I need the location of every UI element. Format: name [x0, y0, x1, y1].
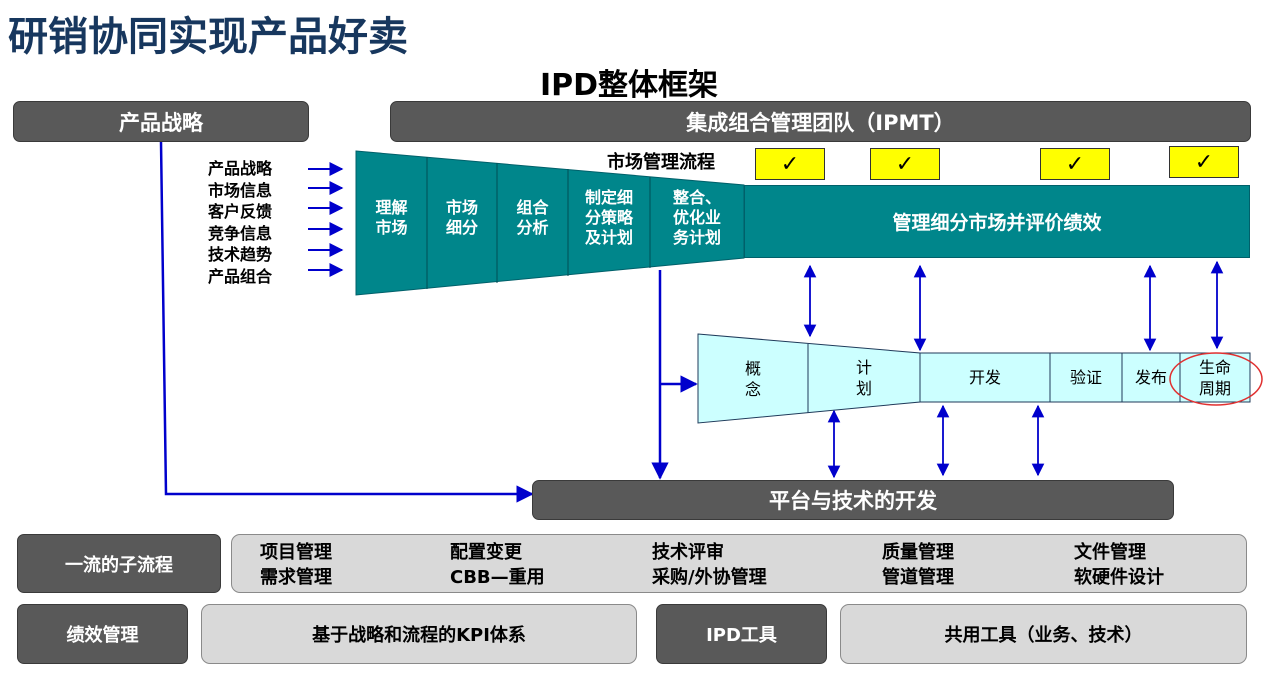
subprocess-box: 一流的子流程 [17, 534, 221, 593]
subprocess-label: 一流的子流程 [65, 554, 173, 576]
product-strategy-label: 产品战略 [119, 110, 203, 135]
shared-tools-box: 共用工具（业务、技术） [840, 604, 1247, 664]
market-stage-strategy: 制定细分策略及计划 [568, 178, 650, 258]
input-item: 产品战略 [208, 159, 273, 178]
stage-line: 整合、 [672, 188, 721, 207]
stage-line: 划 [855, 379, 872, 398]
kpi-box: 基于战略和流程的KPI体系 [201, 604, 637, 664]
dev-stage-concept: 概念 [698, 340, 808, 418]
subprocess-item: CBB—重用 [450, 567, 545, 588]
market-manage-band: 管理细分市场并评价绩效 [744, 185, 1250, 258]
stage-line: 优化业 [672, 208, 721, 227]
stage-line: 周期 [1198, 378, 1231, 398]
stage-line: 生命 [1198, 357, 1231, 377]
stage-line: 理解 [375, 198, 408, 217]
input-item: 技术趋势 [208, 245, 273, 264]
ipmt-label: 集成组合管理团队（IPMT） [686, 110, 955, 135]
stage-line: 市场 [445, 198, 478, 217]
subprocess-group: 质量管理 管道管理 [882, 540, 954, 590]
subprocess-group: 项目管理 需求管理 [260, 540, 332, 590]
input-item: 客户反馈 [208, 202, 273, 221]
check-icon: ✓ [780, 151, 800, 177]
input-list: 产品战略 市场信息 客户反馈 竞争信息 技术趋势 产品组合 [208, 158, 272, 287]
platform-box: 平台与技术的开发 [532, 480, 1174, 520]
stage-line: 及计划 [584, 228, 633, 247]
ipd-tools-box: IPD工具 [656, 604, 827, 664]
check-box: ✓ [870, 148, 940, 180]
market-funnel [355, 150, 745, 296]
stage-line: 概 [744, 359, 761, 378]
market-stage-segment: 市场细分 [427, 178, 497, 258]
dev-stage-verify: 验证 [1050, 353, 1122, 402]
dev-stage-lifecycle: 生命周期 [1180, 353, 1250, 402]
stage-line: 务计划 [672, 228, 721, 247]
stage-line: 验证 [1069, 368, 1102, 387]
subprocess-item: 项目管理 [260, 542, 332, 563]
stage-line: 细分 [445, 218, 478, 237]
input-item: 市场信息 [208, 180, 273, 200]
lifecycle-highlight [1169, 352, 1263, 406]
subprocess-item: 需求管理 [260, 567, 332, 588]
dev-stage-release: 发布 [1122, 353, 1180, 402]
dev-stage-plan: 计划 [808, 344, 920, 412]
subprocess-item: 软硬件设计 [1074, 567, 1164, 588]
platform-label: 平台与技术的开发 [769, 489, 937, 513]
input-item: 产品组合 [208, 266, 273, 286]
product-strategy-box: 产品战略 [13, 101, 309, 142]
check-icon: ✓ [1194, 149, 1214, 175]
stage-line: 念 [744, 380, 761, 399]
stage-line: 组合 [516, 198, 549, 217]
stage-line: 发布 [1134, 368, 1167, 387]
subprocess-group: 文件管理 软硬件设计 [1074, 540, 1164, 590]
shared-tools-label: 共用工具（业务、技术） [944, 625, 1143, 646]
market-manage-label: 管理细分市场并评价绩效 [892, 212, 1102, 234]
market-stage-understand: 理解市场 [356, 178, 427, 258]
subprocess-group: 配置变更 CBB—重用 [450, 540, 545, 590]
subprocess-item: 管道管理 [882, 567, 954, 588]
subprocess-item: 技术评审 [652, 542, 724, 563]
input-item: 竞争信息 [208, 223, 273, 243]
subprocess-item: 文件管理 [1074, 542, 1146, 563]
check-box: ✓ [755, 148, 825, 180]
subprocess-item: 质量管理 [882, 542, 954, 563]
check-box: ✓ [1040, 148, 1110, 180]
stage-line: 计 [855, 358, 872, 377]
stage-line: 制定细 [584, 188, 633, 207]
framework-title: IPD整体框架 [540, 68, 719, 103]
subprocess-item: 采购/外协管理 [652, 567, 767, 588]
kpi-label: 基于战略和流程的KPI体系 [312, 625, 526, 646]
market-stage-integrate: 整合、优化业务计划 [650, 178, 744, 258]
page-title: 研销协同实现产品好卖 [8, 14, 408, 60]
stage-line: 市场 [375, 218, 408, 237]
subprocess-list: 项目管理 需求管理 配置变更 CBB—重用 技术评审 采购/外协管理 质量管理 … [231, 534, 1247, 593]
performance-box: 绩效管理 [17, 604, 188, 664]
ipmt-box: 集成组合管理团队（IPMT） [390, 101, 1251, 142]
stage-line: 分析 [516, 218, 549, 237]
performance-label: 绩效管理 [66, 625, 139, 646]
stage-line: 分策略 [584, 208, 633, 227]
dev-stage-develop: 开发 [920, 353, 1050, 402]
subprocess-group: 技术评审 采购/外协管理 [652, 540, 767, 590]
market-stage-portfolio: 组合分析 [497, 178, 568, 258]
market-flow-label: 市场管理流程 [607, 152, 715, 173]
ipd-tools-label: IPD工具 [706, 625, 777, 646]
subprocess-item: 配置变更 [450, 542, 522, 563]
stage-line: 开发 [968, 368, 1001, 387]
check-icon: ✓ [895, 151, 915, 177]
check-icon: ✓ [1065, 151, 1085, 177]
check-box: ✓ [1169, 146, 1239, 178]
dev-band [919, 352, 1251, 403]
